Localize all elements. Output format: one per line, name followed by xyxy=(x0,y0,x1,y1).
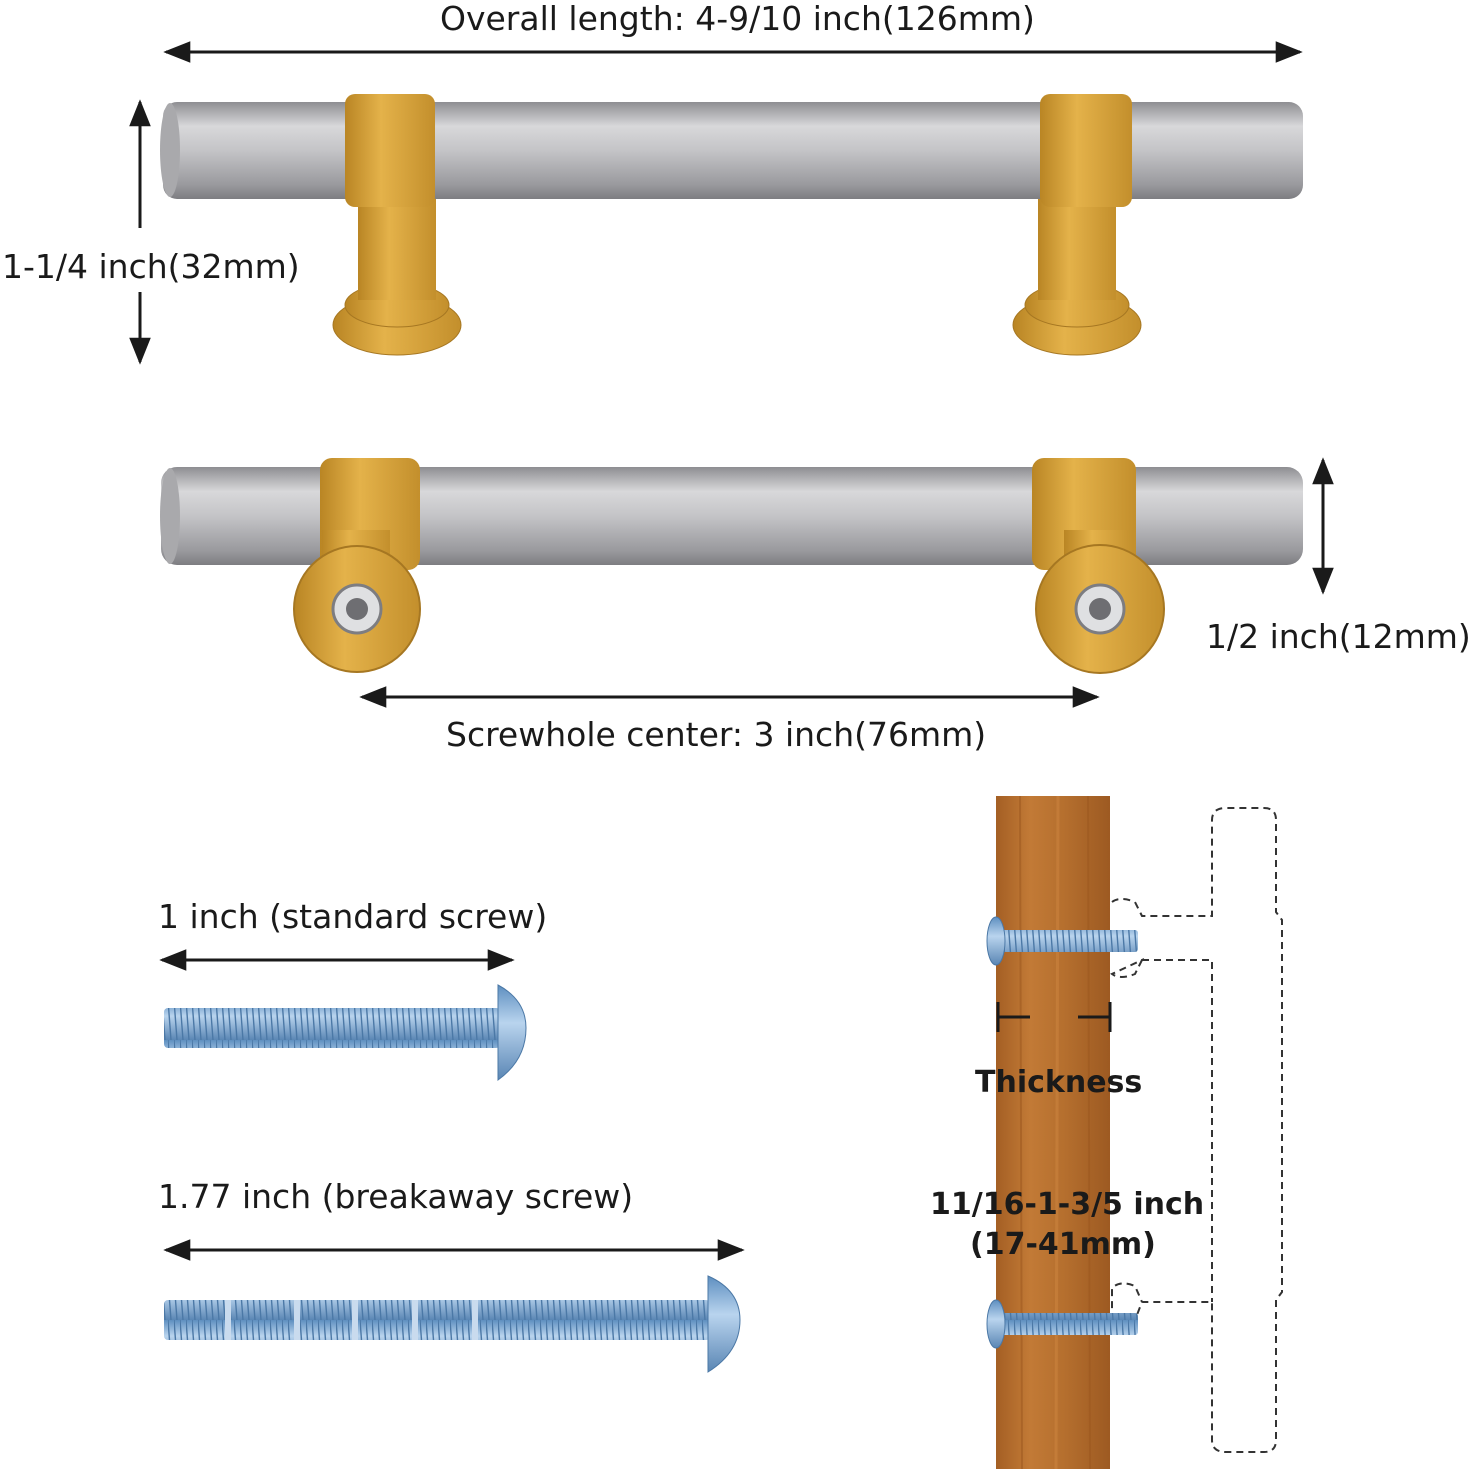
thickness-range-line1: 11/16-1-3/5 inch xyxy=(930,1187,1205,1222)
thickness-range-line2: (17-41mm) xyxy=(970,1227,1156,1262)
installation-diagram xyxy=(986,795,1283,1469)
height-label: 1-1/4 inch(32mm) xyxy=(2,247,300,286)
thickness-label: Thickness xyxy=(975,1065,1143,1100)
overall-length-label: Overall length: 4-9/10 inch(126mm) xyxy=(440,0,1035,38)
standard-screw xyxy=(164,984,527,1081)
dimension-arrows xyxy=(129,41,1334,1261)
handle-outline xyxy=(1110,807,1283,1453)
breakaway-screw-label: 1.77 inch (breakaway screw) xyxy=(158,1177,634,1216)
diameter-label: 1/2 inch(12mm) xyxy=(1206,617,1471,656)
breakaway-screw xyxy=(164,1275,741,1373)
standard-screw-label: 1 inch (standard screw) xyxy=(158,897,548,936)
screwhole-center-label: Screwhole center: 3 inch(76mm) xyxy=(446,715,987,754)
handle-side-view xyxy=(160,94,1303,356)
handle-angled-view xyxy=(160,458,1303,674)
wood-panel xyxy=(996,796,1110,1469)
